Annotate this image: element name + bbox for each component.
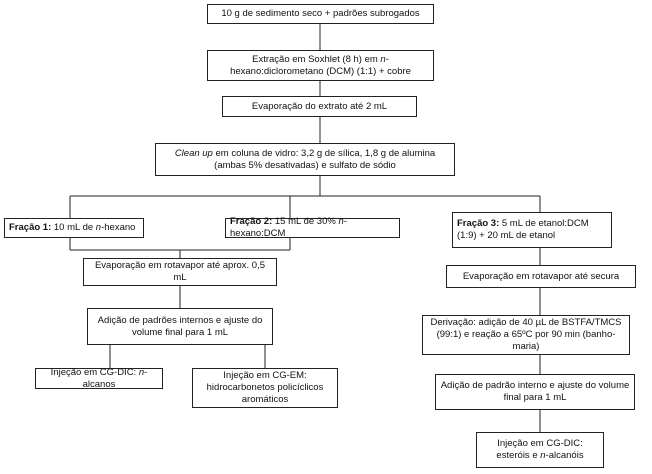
step-internal-standard-f3-text: Adição de padrão interno e ajuste do vol… [440,380,630,403]
step-evaporation-box: Evaporação do extrato até 2 mL [222,96,417,117]
step-sediment-box: 10 g de sedimento seco + padrões subroga… [207,4,434,24]
step-evaporation-text: Evaporação do extrato até 2 mL [251,100,388,112]
step-rotavapor-0-5ml-box: Evaporação em rotavapor até aprox. 0,5 m… [83,258,277,286]
injection-gc-ms-pah-text: Injeção em CG-EM: hidrocarbonetos policí… [206,370,324,405]
step-rotavapor-dryness-text: Evaporação em rotavapor até secura [462,270,620,282]
injection-gc-fid-alkanes-box: Injeção em CG-DIC: n-alcanos [35,366,163,390]
step-cleanup-box: Clean up em coluna de vidro: 3,2 g de sí… [155,143,455,176]
step-derivatization-text: Derivação: adição de 40 µL de BSTFA/TMCS… [430,317,622,352]
step-cleanup-text: Clean up em coluna de vidro: 3,2 g de sí… [174,147,436,171]
fraction-3-text: Fração 3: 5 mL de etanol:DCM (1:9) + 20 … [457,218,589,241]
fraction-1-box: Fração 1: 10 mL de n-hexano [4,218,144,238]
step-rotavapor-0-5ml-text: Evaporação em rotavapor até aprox. 0,5 m… [94,260,266,283]
fraction-3-box: Fração 3: 5 mL de etanol:DCM (1:9) + 20 … [452,212,612,248]
injection-gc-fid-sterols-box: Injeção em CG-DIC: esteróis e n-alcanóis [476,432,604,468]
step-soxhlet-text: Extração em Soxhlet (8 h) em n-hexano:di… [230,53,411,77]
fraction-1-text: Fração 1: 10 mL de n-hexano [9,222,136,234]
step-internal-standards-box: Adição de padrões internos e ajuste do v… [87,308,273,345]
step-derivatization-box: Derivação: adição de 40 µL de BSTFA/TMCS… [422,315,630,355]
step-sediment-text: 10 g de sedimento seco + padrões subroga… [221,8,420,20]
step-soxhlet-box: Extração em Soxhlet (8 h) em n-hexano:di… [207,50,434,81]
step-rotavapor-dryness-box: Evaporação em rotavapor até secura [446,265,636,288]
injection-gc-fid-alkanes-text: Injeção em CG-DIC: n-alcanos [50,366,148,390]
step-internal-standards-text: Adição de padrões internos e ajuste do v… [97,314,263,338]
injection-gc-fid-sterols-text: Injeção em CG-DIC: esteróis e n-alcanóis [496,438,584,461]
fraction-2-box: Fração 2: 15 mL de 30% n-hexano:DCM [225,216,400,239]
fraction-2-text: Fração 2: 15 mL de 30% n-hexano:DCM [230,216,347,239]
injection-gc-ms-pah-box: Injeção em CG-EM: hidrocarbonetos policí… [192,368,338,408]
step-internal-standard-f3-box: Adição de padrão interno e ajuste do vol… [435,374,635,410]
